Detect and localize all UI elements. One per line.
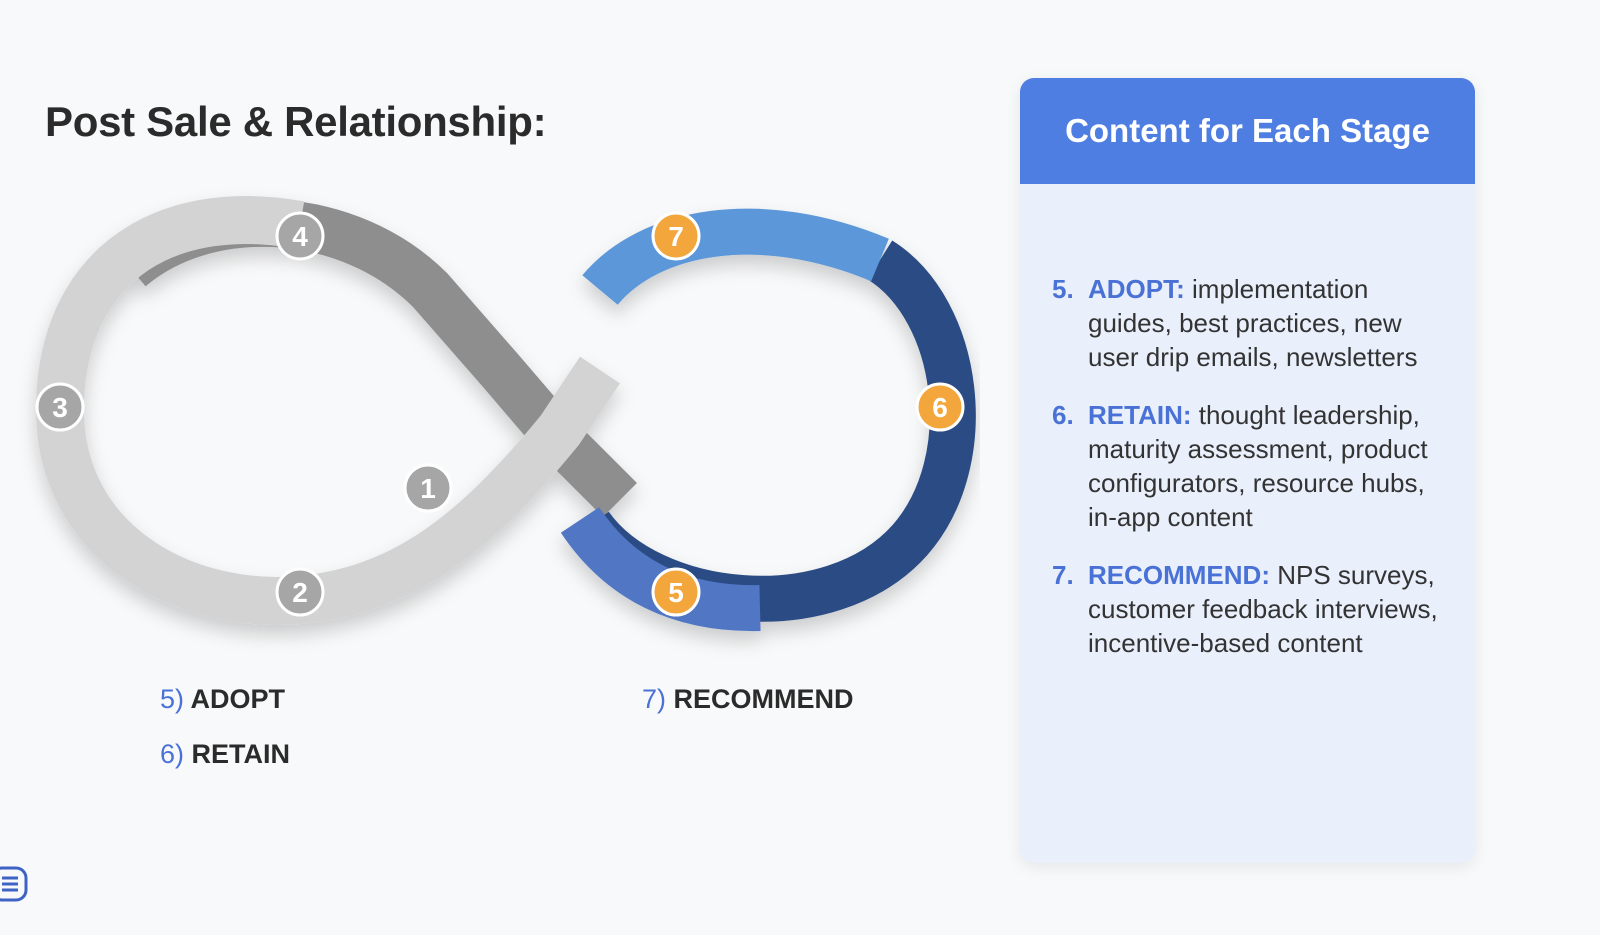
stage-label-text: ADOPT	[191, 684, 286, 714]
svg-text:3: 3	[52, 392, 68, 423]
item-keyword: RECOMMEND:	[1088, 560, 1270, 590]
page-title: Post Sale & Relationship:	[45, 98, 546, 146]
item-number: 5.	[1052, 272, 1088, 374]
marker-7: 7	[653, 213, 699, 259]
notes-menu-icon[interactable]	[0, 866, 30, 902]
stage-label-text: RETAIN	[192, 739, 291, 769]
item-number: 7.	[1052, 558, 1088, 660]
svg-text:7: 7	[668, 221, 684, 252]
infinity-loop-diagram: 1 2 3 4 5 6 7	[0, 180, 980, 660]
svg-text:1: 1	[420, 473, 436, 504]
stage-label-text: RECOMMEND	[674, 684, 854, 714]
stage-label-number: 7)	[642, 684, 666, 714]
item-body: RECOMMEND: NPS surveys, customer feedbac…	[1088, 558, 1453, 660]
list-item-retain: 6. RETAIN: thought leadership, maturity …	[1052, 398, 1453, 534]
marker-6: 6	[917, 384, 963, 430]
marker-3: 3	[37, 384, 83, 430]
right-loop-navy-band	[590, 260, 953, 599]
svg-text:4: 4	[292, 221, 308, 252]
item-body: ADOPT: implementation guides, best pract…	[1088, 272, 1453, 374]
svg-text:6: 6	[932, 392, 948, 423]
marker-5: 5	[653, 569, 699, 615]
item-keyword: ADOPT:	[1088, 274, 1185, 304]
svg-text:5: 5	[668, 577, 684, 608]
list-item-recommend: 7. RECOMMEND: NPS surveys, customer feed…	[1052, 558, 1453, 660]
right-loop-light-band	[600, 232, 880, 290]
marker-4: 4	[277, 213, 323, 259]
item-number: 6.	[1052, 398, 1088, 534]
item-keyword: RETAIN:	[1088, 400, 1192, 430]
content-card: Content for Each Stage 5. ADOPT: impleme…	[1020, 78, 1475, 863]
stage-label-recommend: 7) RECOMMEND	[642, 684, 854, 715]
card-header: Content for Each Stage	[1020, 78, 1475, 184]
stage-label-number: 6)	[160, 739, 184, 769]
item-body: RETAIN: thought leadership, maturity ass…	[1088, 398, 1453, 534]
stage-label-retain: 6) RETAIN	[160, 739, 290, 770]
marker-2: 2	[277, 569, 323, 615]
content-list: 5. ADOPT: implementation guides, best pr…	[1020, 184, 1475, 660]
list-item-adopt: 5. ADOPT: implementation guides, best pr…	[1052, 272, 1453, 374]
stage-label-number: 5)	[160, 684, 184, 714]
svg-text:2: 2	[292, 577, 308, 608]
stage-label-adopt: 5) ADOPT	[160, 684, 285, 715]
marker-1: 1	[405, 465, 451, 511]
